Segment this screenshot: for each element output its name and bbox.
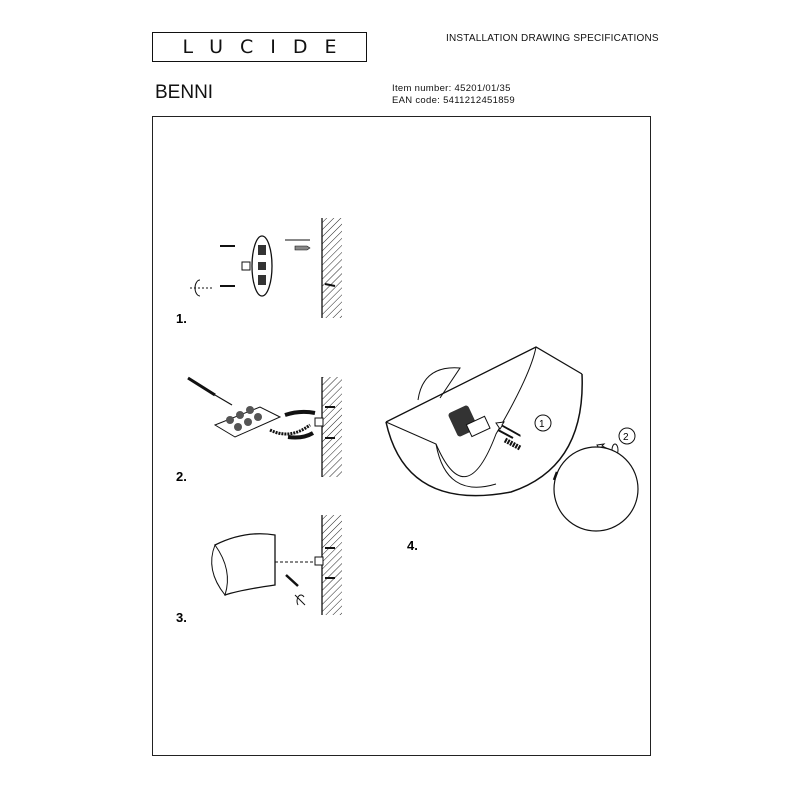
step-2-label: 2. — [176, 469, 187, 484]
step4-illustration — [385, 346, 639, 532]
ean-line: EAN code: 5411212451859 — [392, 95, 515, 107]
product-name: BENNI — [155, 82, 214, 103]
brand-name: LUCIDE — [182, 35, 354, 58]
step-4-label: 4. — [407, 538, 418, 553]
step-1-label: 1. — [176, 311, 187, 326]
item-info: Item number: 45201/01/35 EAN code: 54112… — [392, 83, 515, 107]
step2-illustration — [187, 376, 342, 477]
drawing-frame — [152, 116, 651, 756]
document-title: INSTALLATION DRAWING SPECIFICATIONS — [446, 33, 659, 44]
callout-2: 2 — [623, 432, 629, 443]
item-number: 45201/01/35 — [454, 83, 511, 94]
step-3-label: 3. — [176, 610, 187, 625]
ean-code: 5411212451859 — [443, 95, 515, 106]
lucide-logo: LUCIDE — [152, 32, 367, 62]
step1-illustration — [190, 218, 342, 318]
step3-illustration — [211, 515, 342, 615]
ean-label: EAN code: — [392, 95, 441, 106]
item-number-line: Item number: 45201/01/35 — [392, 83, 515, 95]
callout-1: 1 — [539, 419, 545, 430]
item-number-label: Item number: — [392, 83, 452, 94]
